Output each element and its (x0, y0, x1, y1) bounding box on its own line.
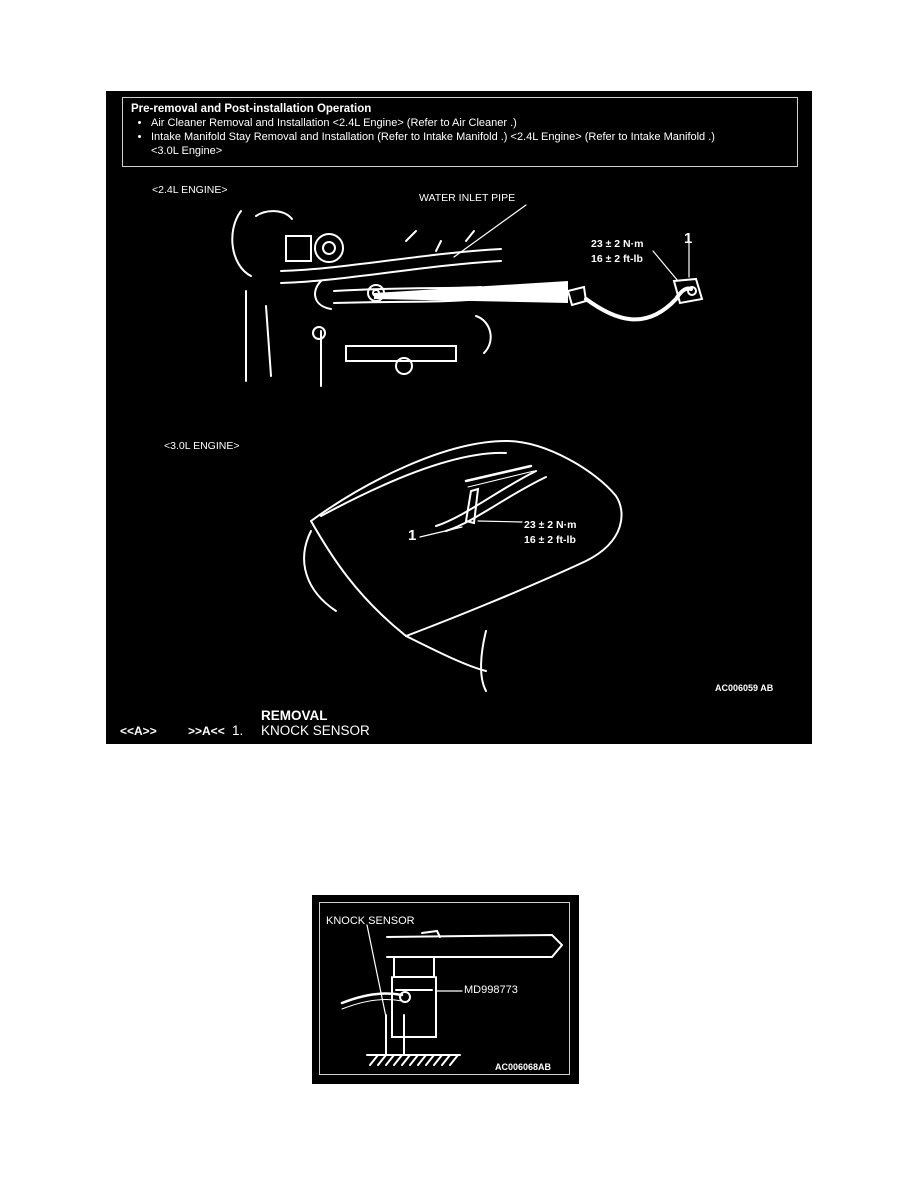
tool-md998773-label: MD998773 (464, 984, 518, 996)
callout-3-0l: 1 (408, 527, 417, 544)
note-item: Intake Manifold Stay Removal and Install… (151, 130, 789, 144)
figure-frame (319, 902, 570, 1075)
torque-2-4l-ftlb: 16 ± 2 ft-lb (591, 253, 643, 265)
engine-3-0l-label: <3.0L ENGINE> (164, 440, 240, 452)
small-figure-code: AC006068AB (495, 1062, 552, 1072)
engine-illustrations (231, 204, 704, 692)
main-figure-code: AC006059 AB (715, 683, 774, 693)
row-number: 1. (232, 723, 244, 738)
note-item-continued: <3.0L Engine> (151, 145, 223, 157)
row-marker-a: <<A>> (120, 724, 157, 738)
note-item: Air Cleaner Removal and Installation <2.… (151, 116, 789, 130)
note-list: Air Cleaner Removal and Installation <2.… (131, 116, 789, 144)
pre-removal-note-box: Pre-removal and Post-installation Operat… (122, 97, 798, 167)
tool-illustration (340, 924, 564, 1066)
torque-3-0l-ftlb: 16 ± 2 ft-lb (524, 534, 576, 546)
engine-2-4l-label: <2.4L ENGINE> (152, 184, 228, 196)
row-part-name: KNOCK SENSOR (261, 723, 370, 738)
torque-3-0l-nm: 23 ± 2 N·m (524, 519, 577, 531)
water-inlet-pipe-label: WATER INLET PIPE (419, 192, 516, 204)
removal-heading: REMOVAL (261, 708, 328, 723)
torque-2-4l-nm: 23 ± 2 N·m (591, 238, 644, 250)
note-header: Pre-removal and Post-installation Operat… (131, 103, 372, 115)
row-marker-b: >>A<< (188, 724, 225, 738)
main-figure: Pre-removal and Post-installation Operat… (106, 91, 812, 744)
callout-2-4l: 1 (684, 230, 693, 247)
knock-sensor-label: KNOCK SENSOR (326, 915, 415, 927)
knock-sensor-tool-figure: KNOCK SENSOR MD998773 AC006068AB (312, 895, 579, 1084)
